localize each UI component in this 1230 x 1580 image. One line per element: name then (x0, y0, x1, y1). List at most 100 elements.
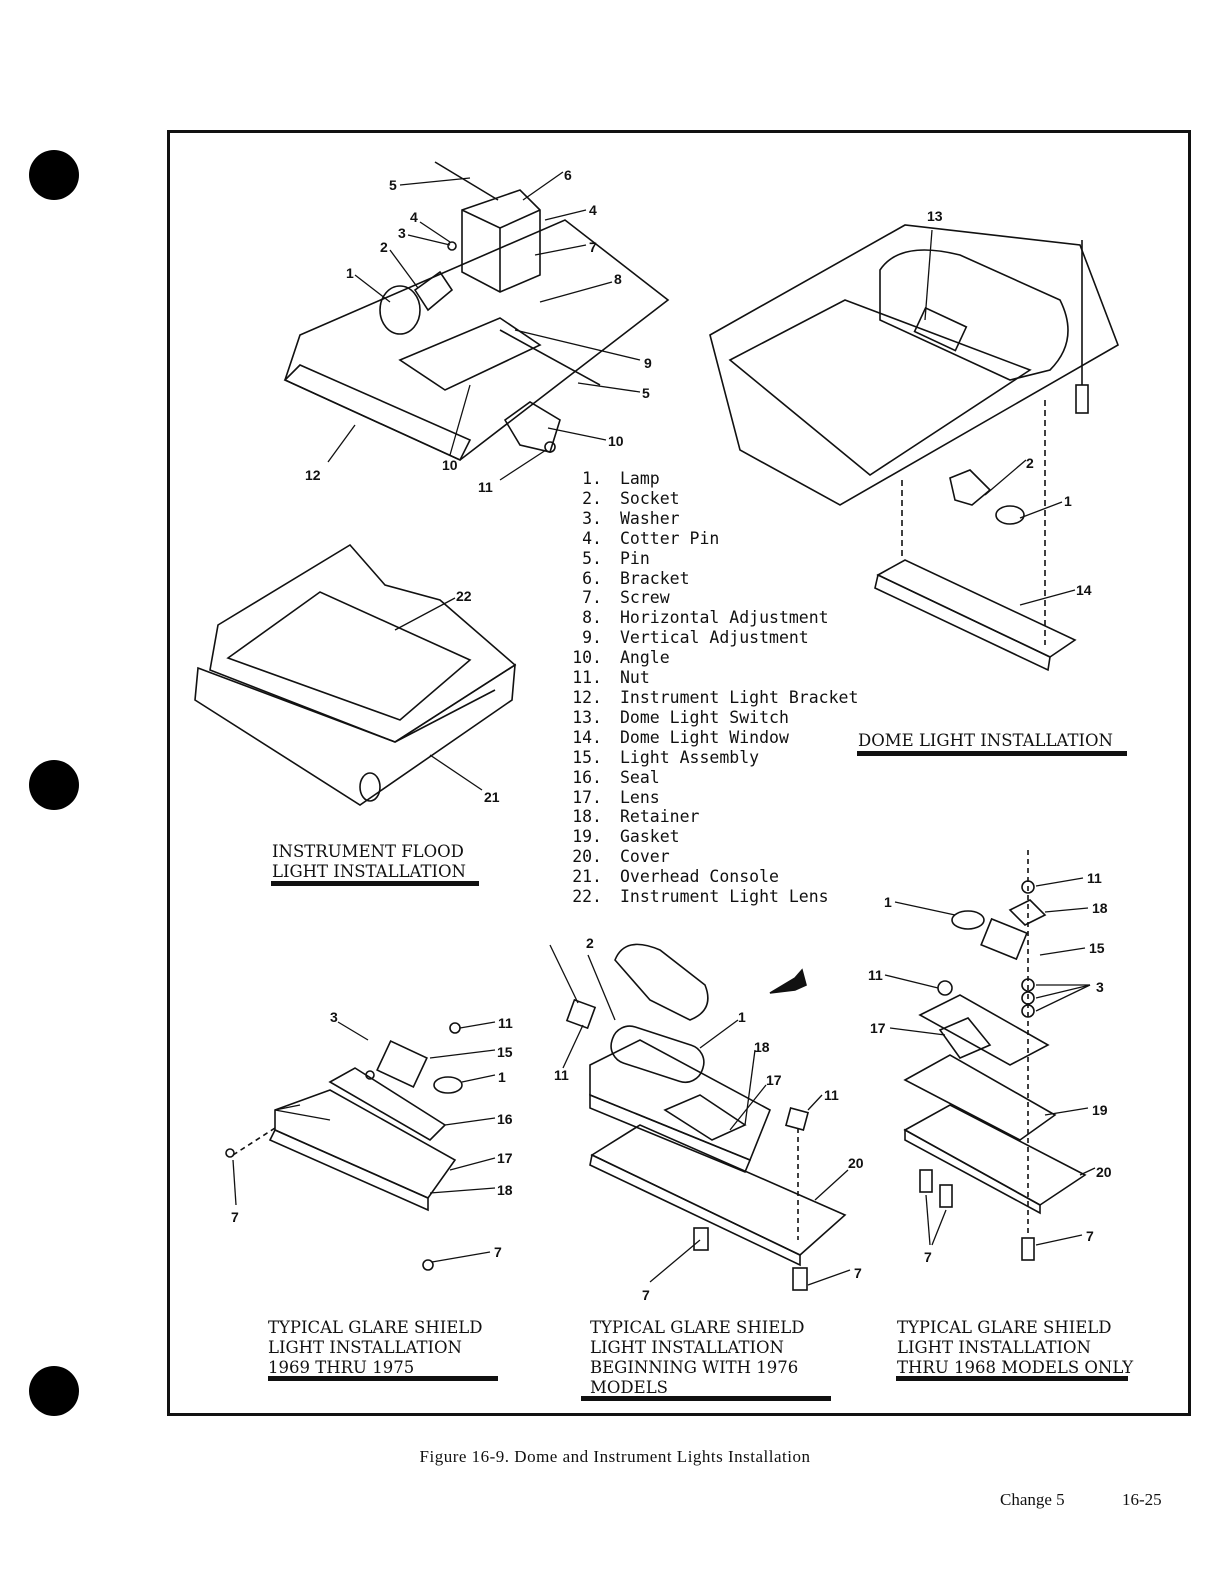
instrument-light-bracket-drawing (283, 161, 670, 462)
legend-item: 7.Screw (566, 588, 858, 608)
callout-11c: 11 (554, 1067, 569, 1083)
callout-5a: 5 (389, 177, 397, 193)
callout-1e: 1 (884, 894, 892, 910)
legend-item: 17.Lens (566, 788, 858, 808)
callout-11b: 11 (498, 1015, 513, 1031)
legend-label: Angle (620, 648, 670, 668)
legend-label: Retainer (620, 807, 700, 827)
g69-screw-bottom (422, 1259, 434, 1271)
caption-line: BEGINNING WITH 1976 (590, 1358, 799, 1377)
legend-item: 12.Instrument Light Bracket (566, 688, 858, 708)
nut-part (544, 441, 556, 453)
callout-9: 9 (644, 355, 652, 371)
console-rail (394, 689, 496, 743)
footer-page-number: 16-25 (1122, 1490, 1162, 1509)
g69-light-assembly (376, 1039, 428, 1089)
legend-label: Cover (620, 847, 670, 867)
legend-label: Nut (620, 668, 650, 688)
g69-retainer-front (268, 1128, 429, 1212)
callout-7f: 7 (1086, 1228, 1094, 1244)
g69-screw-guide (232, 1127, 276, 1156)
legend-item: 10. Angle (566, 648, 858, 668)
g68-retainer (918, 994, 1050, 1066)
callout-18a: 18 (497, 1182, 513, 1198)
leader-lines (232, 171, 1096, 1286)
binder-hole-middle (29, 760, 79, 810)
legend-item: 21.Overhead Console (566, 867, 858, 887)
g69-washer (365, 1070, 375, 1080)
g76-screw-right (792, 1267, 808, 1291)
glare-1969-drawing (225, 1022, 463, 1271)
callout-8: 8 (614, 271, 622, 287)
dome-switch (913, 306, 968, 352)
legend-number: 9. (582, 628, 602, 648)
legend-label: Vertical Adjustment (620, 628, 809, 648)
g69-screw-left (225, 1148, 235, 1158)
g76-retainer (589, 1039, 772, 1162)
g68-gasket (903, 1054, 1057, 1141)
legend-label: Overhead Console (620, 867, 779, 887)
caption-line: 1969 THRU 1975 (268, 1358, 415, 1377)
callout-11d: 11 (824, 1087, 839, 1103)
caption-line: MODELS (590, 1378, 668, 1397)
callout-15b: 15 (1089, 940, 1105, 956)
g68-retainer-small (1008, 899, 1047, 926)
legend-item: 6.Bracket (566, 569, 858, 589)
g69-nut (449, 1022, 461, 1034)
g68-lamp (951, 910, 985, 930)
bracket-plate-lower (283, 364, 472, 462)
g76-socket (565, 998, 597, 1030)
callout-12: 12 (305, 467, 321, 483)
callout-3a: 3 (398, 225, 406, 241)
legend-label: Dome Light Window (620, 727, 789, 747)
footer-change: Change 5 (1000, 1490, 1065, 1509)
legend-number: 13. (572, 707, 602, 727)
legend-number: 1. (582, 469, 602, 488)
g68-nut-left (937, 980, 953, 996)
legend-item: 9. Vertical Adjustment (566, 628, 858, 648)
underline-glare-1976 (581, 1396, 831, 1401)
g68-screw-b (939, 1184, 953, 1208)
legend-label: Gasket (620, 827, 680, 847)
dome-bulge (879, 249, 1069, 381)
legend-label: Bracket (620, 568, 690, 588)
callout-16: 16 (497, 1111, 513, 1127)
legend-item: 14.Dome Light Window (566, 728, 858, 748)
callout-10b: 10 (442, 457, 458, 473)
callout-7c: 7 (494, 1244, 502, 1260)
callout-2b: 2 (1026, 455, 1034, 471)
callout-22: 22 (456, 588, 472, 604)
callout-14: 14 (1076, 582, 1092, 598)
g76-direction-arrow (769, 968, 807, 994)
callout-7e: 7 (854, 1265, 862, 1281)
callout-7d: 7 (642, 1287, 650, 1303)
callout-1a: 1 (346, 265, 354, 281)
g68-lens (938, 1017, 992, 1059)
callout-7a: 7 (589, 239, 597, 255)
legend-number: 10. (572, 648, 602, 668)
legend-label: Instrument Light Bracket (620, 687, 859, 707)
legend-number: 2. (582, 488, 602, 508)
caption-line: THRU 1968 MODELS ONLY (897, 1358, 1134, 1377)
legend-item: 19.Gasket (566, 827, 858, 847)
callout-19: 19 (1092, 1102, 1108, 1118)
callout-11a: 11 (478, 479, 493, 495)
dome-screw (1075, 384, 1089, 414)
legend-item: 4.Cotter Pin (566, 529, 858, 549)
legend-label: Socket (620, 488, 680, 508)
underline-dome-light (857, 751, 1127, 756)
g68-screw-c (1021, 1237, 1035, 1261)
callout-4a: 4 (589, 202, 597, 218)
legend-number: 11. (572, 668, 602, 688)
flood-light-drawing (194, 543, 517, 806)
legend-label: Instrument Light Lens (620, 887, 829, 907)
g76-lens (663, 1094, 747, 1141)
caption-line: DOME LIGHT INSTALLATION (858, 731, 1113, 750)
dome-window-rim (874, 573, 1051, 672)
legend-label: Horizontal Adjustment (620, 608, 829, 628)
legend-item: 1.Lamp (566, 469, 858, 489)
callout-13: 13 (927, 208, 943, 224)
